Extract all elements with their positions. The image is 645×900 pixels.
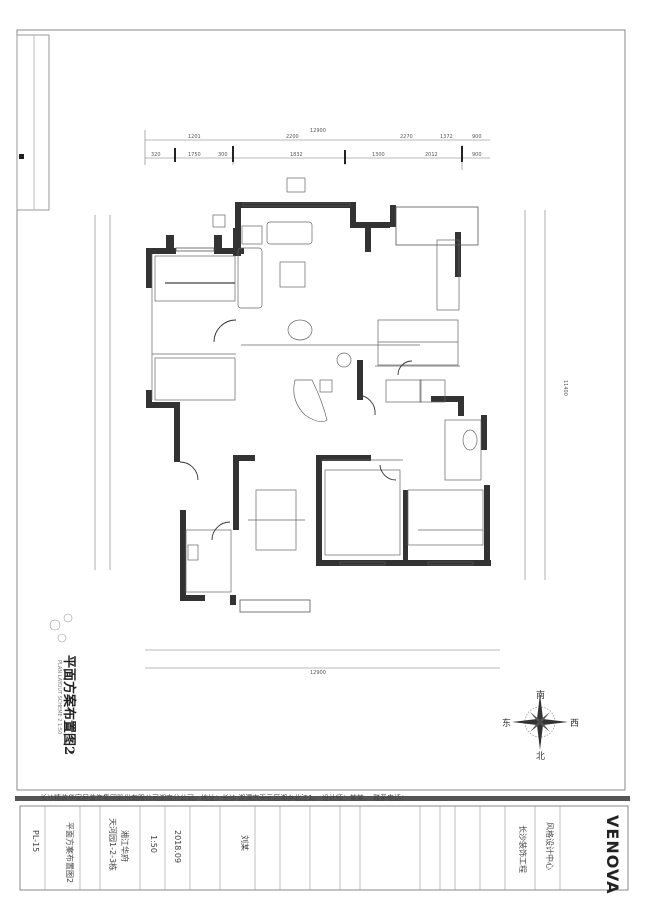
compass-east-label: 东 bbox=[502, 719, 512, 729]
dimension: 2200 bbox=[286, 134, 299, 140]
dimension: 900 bbox=[472, 134, 482, 140]
doors bbox=[179, 319, 413, 541]
dimension-ticks bbox=[174, 146, 463, 164]
title-block-frame bbox=[19, 805, 629, 891]
dimension: 1201 bbox=[188, 134, 201, 140]
windows bbox=[175, 202, 479, 613]
project-name: 湘江华府 bbox=[120, 830, 129, 862]
dimension: 320 bbox=[151, 152, 161, 158]
overall-dimension-top: 12900 bbox=[310, 128, 326, 134]
compass-west-label: 西 bbox=[570, 719, 580, 729]
dimension: 900 bbox=[472, 152, 482, 158]
scale-value: 1:50 bbox=[149, 835, 158, 853]
company-line: 风格设计中心 bbox=[545, 822, 554, 870]
compass-north-label: 北 bbox=[536, 752, 546, 762]
designer-name: 刘某 bbox=[240, 835, 249, 851]
overall-dimension-bottom: 12900 bbox=[310, 670, 326, 676]
walls bbox=[146, 202, 491, 605]
dimension-lines bbox=[94, 130, 546, 669]
compass-rose bbox=[512, 694, 568, 750]
dimension: 1300 bbox=[372, 152, 385, 158]
dimension: 1750 bbox=[188, 152, 201, 158]
drawing-title: 平面方案布置图2 bbox=[61, 655, 76, 756]
title-block-cells bbox=[44, 806, 561, 890]
dimension: 2270 bbox=[400, 134, 413, 140]
brand-logo: VENOVA bbox=[603, 815, 622, 895]
legend-table bbox=[16, 34, 50, 211]
dimension: 1832 bbox=[290, 152, 303, 158]
title-block-bar bbox=[15, 796, 630, 801]
compass-south-label: 南 bbox=[536, 691, 546, 701]
company-label: 长沙装饰工程 bbox=[518, 825, 527, 873]
dimension: 1372 bbox=[440, 134, 453, 140]
overall-dimension-right: 11400 bbox=[562, 380, 568, 396]
drawing-subtitle: PLAN LAYOUT SCHEME 2 1:50 bbox=[56, 660, 62, 735]
date-value: 2018.09 bbox=[173, 830, 182, 864]
drawing-name: 平面方案布置图2 bbox=[65, 822, 74, 884]
footer-note: 长沙精装华家居装饰集团股份有限公司湖南分公司，地址：长沙 湘潭市天元区湘乡北江1… bbox=[40, 794, 409, 802]
project-subname: 天河园1-2-3栋 bbox=[108, 818, 117, 872]
dimension: 2012 bbox=[425, 152, 438, 158]
drawing-number: PL-15 bbox=[31, 830, 40, 853]
furniture bbox=[151, 177, 484, 593]
dimension: 300 bbox=[218, 152, 228, 158]
plant-symbol bbox=[49, 613, 73, 643]
drawing-frame bbox=[16, 29, 626, 791]
